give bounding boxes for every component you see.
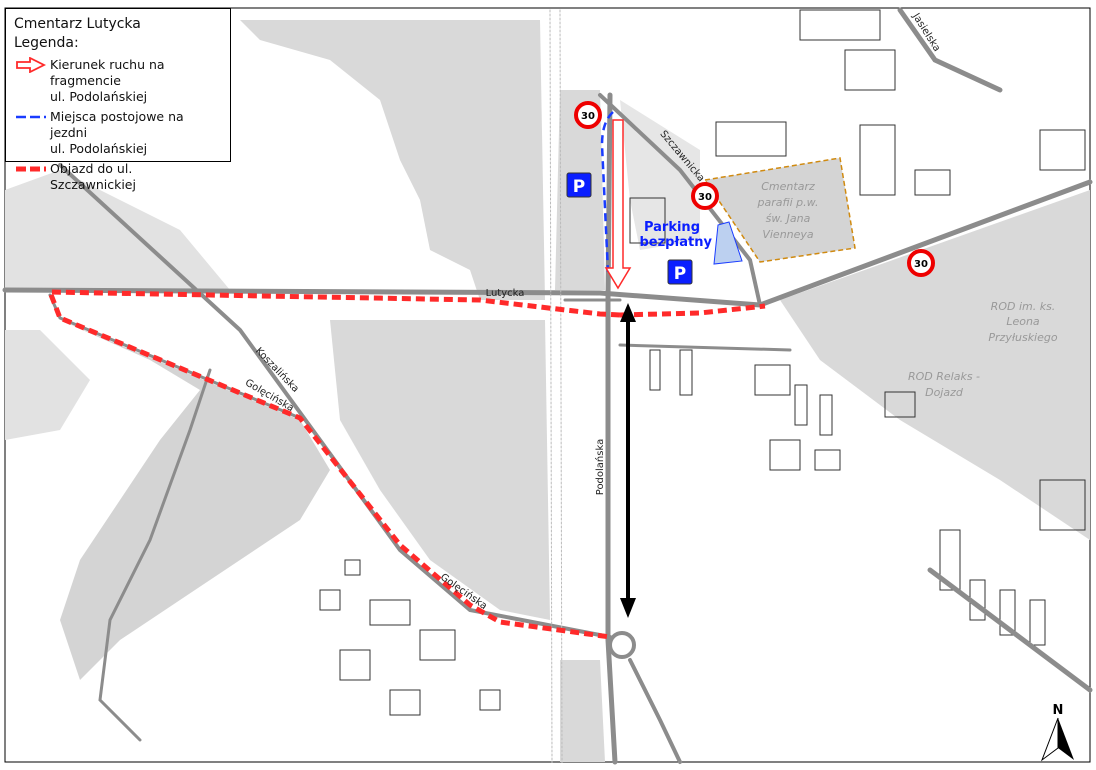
parking-label: Parking xyxy=(644,220,700,235)
north-arrow: N xyxy=(1040,703,1074,762)
street-label-podolanska: Podolańska xyxy=(594,439,606,495)
red-hollow-arrow-icon xyxy=(16,56,47,74)
red-dashed-line-icon xyxy=(16,166,46,172)
svg-text:Przyłuskiego: Przyłuskiego xyxy=(988,331,1057,344)
parking-label: bezpłatny xyxy=(639,235,712,250)
rod-leona-label: ROD im. ks. Leona Przyłuskiego xyxy=(988,300,1057,344)
svg-text:P: P xyxy=(573,177,585,197)
svg-text:św. Jana: św. Jana xyxy=(766,212,811,225)
svg-text:P: P xyxy=(674,264,686,284)
cemetery-area xyxy=(703,157,856,263)
parking-sign: P xyxy=(667,259,693,285)
svg-text:30: 30 xyxy=(914,259,928,270)
legend: Cmentarz Lutycka Legenda: Kierunek ruchu… xyxy=(5,8,231,192)
svg-text:ROD im. ks.: ROD im. ks. xyxy=(991,300,1056,313)
detour-route xyxy=(46,289,621,640)
svg-text:N: N xyxy=(1053,703,1064,718)
roundabout xyxy=(608,631,636,659)
buildings xyxy=(319,9,1086,716)
speed-limit-sign: 30 xyxy=(691,182,719,210)
parking-lane xyxy=(600,111,614,273)
svg-text:Leona: Leona xyxy=(1006,315,1040,328)
svg-text:Cmentarz: Cmentarz xyxy=(761,180,815,193)
roads xyxy=(2,7,1093,765)
legend-item: Objazd do ul. Szczawnickiej xyxy=(14,161,222,193)
svg-text:parafii p.w.: parafii p.w. xyxy=(757,196,819,209)
svg-text:ROD Relaks -: ROD Relaks - xyxy=(908,370,980,383)
svg-text:30: 30 xyxy=(581,111,595,122)
one-way-arrow xyxy=(604,119,632,290)
svg-text:Vienneya: Vienneya xyxy=(762,228,814,241)
land-areas xyxy=(5,20,1090,762)
free-parking-area xyxy=(713,221,743,265)
legend-subtitle: Legenda: xyxy=(14,35,79,51)
cemetery-label: Cmentarz parafii p.w. św. Jana Vienneya xyxy=(757,180,819,241)
speed-limit-sign: 30 xyxy=(907,249,935,277)
rod-relaks-label: ROD Relaks - Dojazd xyxy=(908,370,980,399)
two-way-arrow xyxy=(620,303,636,618)
svg-text:Dojazd: Dojazd xyxy=(925,386,964,399)
blue-dashed-line-icon xyxy=(16,115,46,119)
street-label-lutycka: Lutycka xyxy=(486,288,525,299)
parking-sign: P xyxy=(566,172,592,198)
speed-limit-sign: 30 xyxy=(574,101,602,129)
legend-title: Cmentarz Lutycka xyxy=(14,16,141,32)
svg-text:30: 30 xyxy=(698,192,712,203)
